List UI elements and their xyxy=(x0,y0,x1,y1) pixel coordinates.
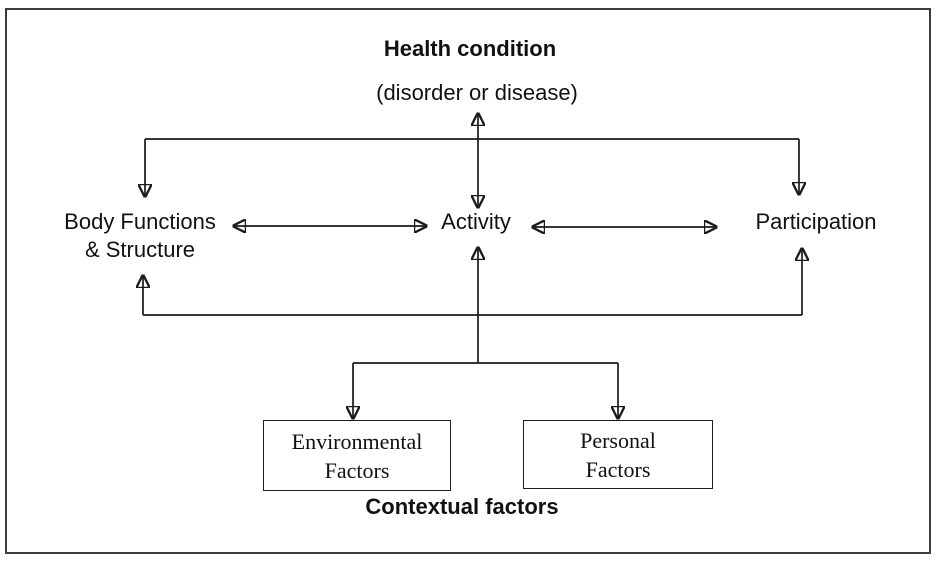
personal-factors-line1: Personal xyxy=(580,427,656,453)
environmental-factors-line1: Environmental xyxy=(291,428,423,454)
node-body-functions: Body Functions & Structure xyxy=(64,208,216,264)
disorder-subtitle: (disorder or disease) xyxy=(376,80,578,105)
node-activity: Activity xyxy=(441,209,511,234)
personal-factors-box: Personal Factors xyxy=(523,420,713,489)
environmental-factors-box: Environmental Factors xyxy=(263,420,451,491)
body-functions-line1: Body Functions xyxy=(64,209,216,234)
personal-factors-line2: Factors xyxy=(585,456,651,482)
body-functions-line2: & Structure xyxy=(84,237,196,262)
node-participation: Participation xyxy=(755,209,877,234)
contextual-factors-label: Contextual factors xyxy=(365,494,559,519)
diagram-frame xyxy=(5,8,931,554)
environmental-factors-line2: Factors xyxy=(324,457,390,483)
health-condition-title: Health condition xyxy=(383,36,557,61)
